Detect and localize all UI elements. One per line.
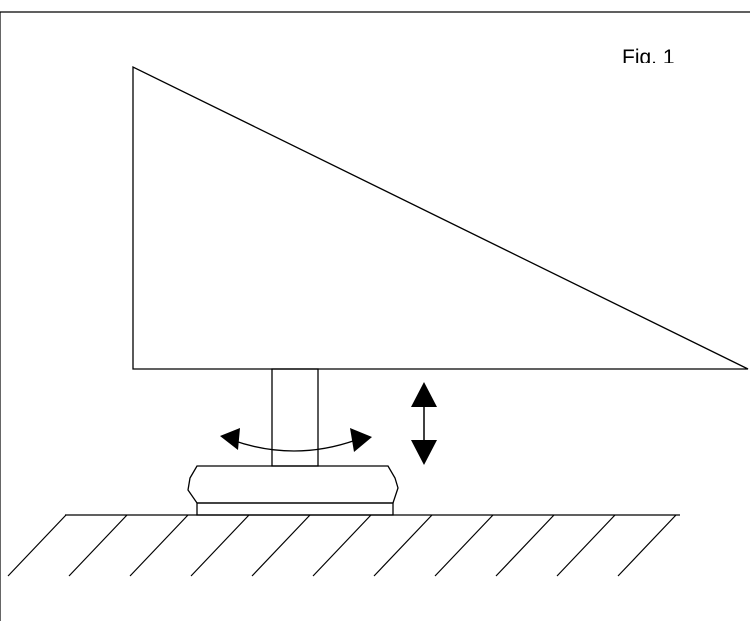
hatch-line [373, 514, 433, 577]
base-housing [187, 465, 399, 504]
ground-hatching [7, 514, 677, 577]
height-arrow-down-icon [411, 440, 437, 465]
hatch-line [251, 514, 311, 577]
rotation-arrow-left-icon [220, 428, 240, 450]
base-foot [196, 502, 394, 516]
hatch-line [129, 514, 189, 577]
rotation-arrow-right-icon [350, 428, 372, 452]
figure-label: Fig. 1 [622, 47, 675, 63]
hatch-line [556, 514, 616, 577]
hatch-line [434, 514, 494, 577]
hatch-line [190, 514, 250, 577]
rotation-arc [231, 439, 357, 452]
hatch-line [68, 514, 128, 577]
hatch-line [495, 514, 555, 577]
hatch-line [7, 514, 67, 577]
frame-border [0, 11, 750, 621]
height-arrow-up-icon [411, 382, 437, 407]
triangular-shade [132, 65, 749, 370]
hatch-line [312, 514, 372, 577]
hatch-line [617, 514, 677, 577]
